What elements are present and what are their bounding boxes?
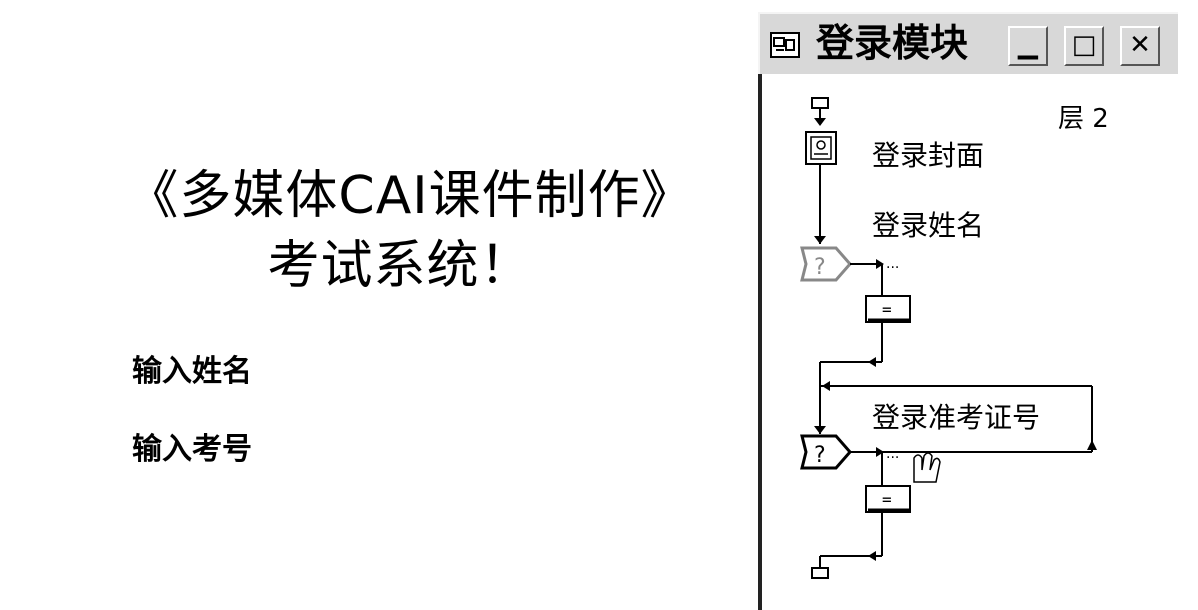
svg-text:=: = [882,490,892,509]
svg-text:=: = [882,300,892,319]
flowline-window-icon [770,32,800,58]
window-title: 登录模块 [816,21,969,65]
enter-exam-number-label[interactable]: 输入考号 [132,432,252,467]
flow-item-name[interactable]: 登录姓名 [872,209,985,242]
text-entry-response-icon[interactable]: = [865,485,911,513]
maximize-button[interactable]: □ [1064,26,1104,66]
system-title-line1: 《多媒体CAI课件制作》 [126,166,694,226]
window-titlebar[interactable]: 登录模块 ▁ □ ✕ [758,12,1178,74]
window-left-border [758,74,762,610]
interaction-icon[interactable]: ? [800,434,852,470]
svg-text:...: ... [886,256,899,272]
text-entry-response-icon[interactable]: = [865,295,911,323]
minimize-button[interactable]: ▁ [1008,26,1048,66]
flowline-window: 登录模块 ▁ □ ✕ 层 2 ? ... [758,12,1198,610]
svg-text:...: ... [886,446,899,462]
layer-indicator: 层 2 [1058,104,1109,134]
display-icon[interactable] [805,131,837,165]
close-button[interactable]: ✕ [1120,26,1160,66]
flowline-canvas: ? ... = ? ... [800,97,1097,579]
presentation-stage: 《多媒体CAI课件制作》 考试系统！ 输入姓名 输入考号 [126,170,692,467]
flow-item-cover[interactable]: 登录封面 [872,139,985,172]
interaction-icon[interactable]: ? [800,246,852,282]
flow-item-exam-number[interactable]: 登录准考证号 [872,401,1041,434]
system-title-line2: 考试系统！ [267,236,533,296]
start-flag-icon[interactable] [811,97,829,126]
hand-cursor-icon [913,452,941,483]
svg-text:?: ? [814,255,826,280]
end-flag-icon[interactable] [811,556,829,579]
enter-name-label[interactable]: 输入姓名 [132,354,252,389]
svg-text:?: ? [814,443,826,468]
